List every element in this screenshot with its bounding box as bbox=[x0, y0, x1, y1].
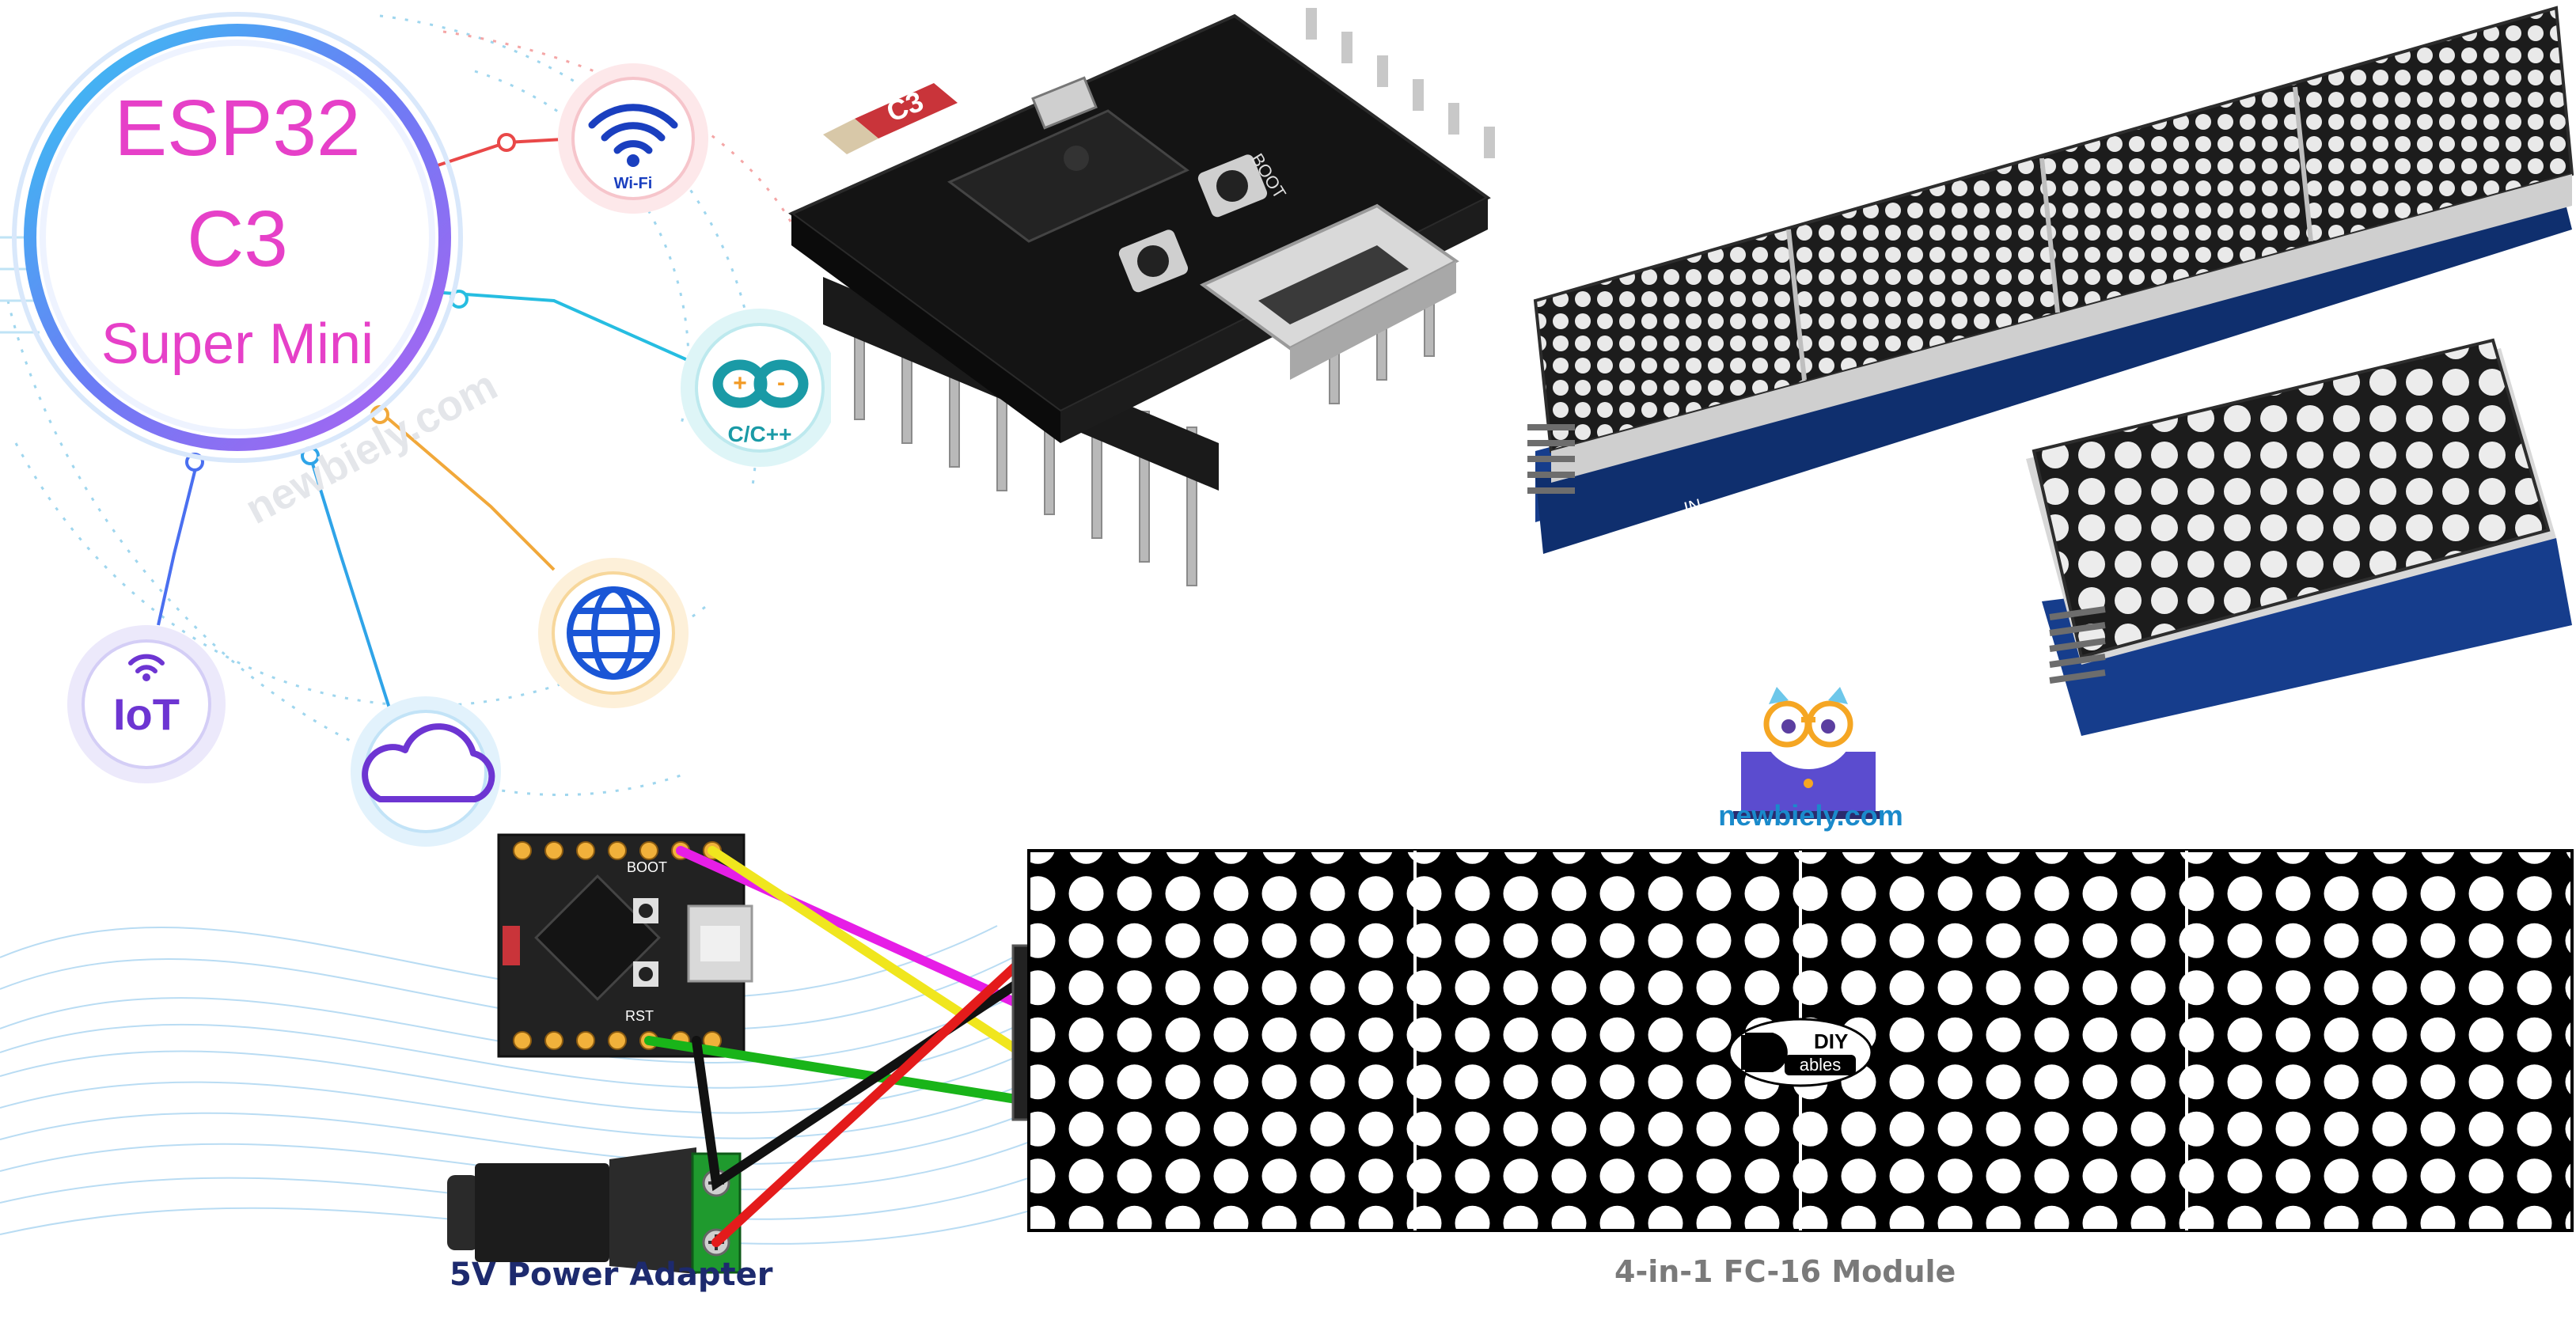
cpp-label: C/C++ bbox=[728, 422, 792, 446]
led-matrix-photo: IN OUT bbox=[1527, 6, 2574, 736]
orbit-arc bbox=[14, 442, 713, 707]
caption-display-module: 4-in-1 FC-16 Module bbox=[1614, 1254, 1956, 1289]
esp32-c3-board-diagram: BOOT RST bbox=[497, 833, 753, 1058]
caption-power-adapter: 5V Power Adapter bbox=[450, 1257, 773, 1293]
diagram-boot-label: BOOT bbox=[627, 859, 667, 875]
brand-name: newbiely.com bbox=[1718, 799, 1903, 832]
diagram-rst-label: RST bbox=[625, 1008, 654, 1024]
hub-title-c3: C3 bbox=[187, 195, 288, 283]
connector-iot bbox=[157, 458, 199, 626]
connector-cloud bbox=[307, 450, 397, 729]
hub-title-super-mini: Super Mini bbox=[101, 313, 374, 376]
globe-icon bbox=[538, 558, 689, 708]
wire-cs bbox=[708, 846, 1026, 1057]
esp32-c3-board-photo: C3 BOOT bbox=[788, 8, 1495, 586]
hub-ring bbox=[24, 24, 451, 451]
wifi-label: Wi-Fi bbox=[614, 175, 653, 192]
wire-din bbox=[676, 846, 1026, 1010]
connector-cpp bbox=[442, 291, 697, 366]
svg-text:-: - bbox=[777, 370, 785, 396]
diyables-bottom: ables bbox=[1800, 1055, 1842, 1075]
iot-label: IoT bbox=[113, 689, 180, 739]
wiring-diagram: BOOT RST DIY ables bbox=[447, 833, 2574, 1274]
wire-clk bbox=[644, 1036, 1026, 1105]
diyables-badge: DIY ables bbox=[1728, 1018, 1873, 1087]
orbit-arc bbox=[6, 300, 681, 797]
wifi-icon bbox=[558, 63, 708, 214]
cloud-icon bbox=[351, 696, 501, 847]
wire-vcc bbox=[711, 957, 1026, 1247]
cpp-arduino-icon: + - bbox=[681, 309, 831, 467]
diyables-top: DIY bbox=[1814, 1029, 1848, 1053]
wire-gnd bbox=[692, 976, 1026, 1192]
power-adapter-jack bbox=[447, 1147, 742, 1274]
hub-title-esp32: ESP32 bbox=[114, 84, 361, 173]
hub-diagram: Wi-Fi + - C/C++ bbox=[12, 12, 831, 847]
connector-web bbox=[378, 410, 556, 571]
svg-text:+: + bbox=[733, 370, 747, 396]
iot-icon bbox=[67, 625, 226, 783]
newbiely-owl-logo bbox=[1733, 687, 1884, 819]
